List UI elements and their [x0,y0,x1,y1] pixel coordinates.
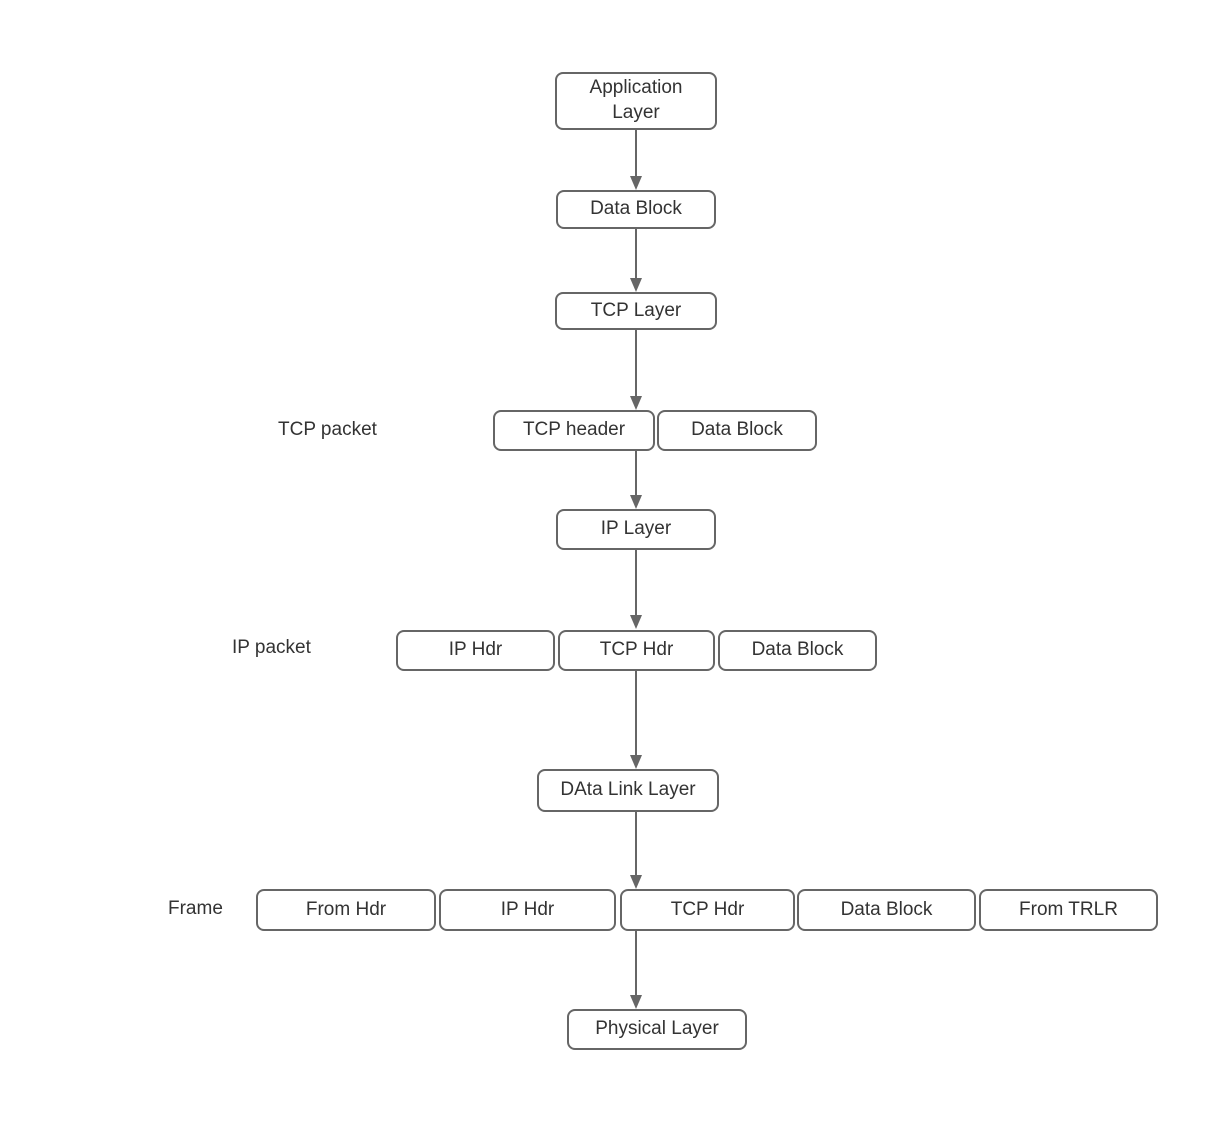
arrow-frame-to-physical-layer [630,931,642,1009]
node-ip-packet-data-block: Data Block [718,630,877,671]
node-data-link-layer: DAta Link Layer [537,769,719,812]
node-data-block: Data Block [556,190,716,229]
arrowhead-down-icon [630,755,642,769]
arrow-tcp-packet-to-ip-layer [630,451,642,509]
arrow-ip-packet-to-data-link-layer [630,671,642,769]
node-frame-tcp-hdr: TCP Hdr [620,889,795,931]
arrowhead-down-icon [630,396,642,410]
arrowhead-down-icon [630,995,642,1009]
node-frame-from-hdr: From Hdr [256,889,436,931]
node-ip-layer: IP Layer [556,509,716,550]
node-physical-layer: Physical Layer [567,1009,747,1050]
arrowhead-down-icon [630,278,642,292]
node-application-layer: Application Layer [555,72,717,130]
node-ip-packet-tcp-hdr: TCP Hdr [558,630,715,671]
arrowhead-down-icon [630,495,642,509]
node-frame-data-block: Data Block [797,889,976,931]
arrow-line [635,229,637,284]
arrow-application-layer-to-data-block [630,130,642,190]
node-frame-ip-hdr: IP Hdr [439,889,616,931]
arrow-data-link-layer-to-frame [630,812,642,889]
label-frame: Frame [168,898,223,919]
arrow-line [635,931,637,1001]
arrow-line [635,451,637,501]
node-ip-packet-ip-hdr: IP Hdr [396,630,555,671]
arrow-data-block-to-tcp-layer [630,229,642,292]
arrow-ip-layer-to-ip-packet [630,550,642,629]
label-ip-packet: IP packet [232,637,311,658]
node-tcp-layer: TCP Layer [555,292,717,330]
arrow-line [635,812,637,881]
arrow-line [635,671,637,761]
label-tcp-packet: TCP packet [278,419,377,440]
node-frame-from-trlr: From TRLR [979,889,1158,931]
arrowhead-down-icon [630,875,642,889]
arrow-tcp-layer-to-tcp-packet [630,330,642,410]
node-tcp-packet-data-block: Data Block [657,410,817,451]
node-tcp-packet-tcp-header: TCP header [493,410,655,451]
arrow-line [635,130,637,182]
arrowhead-down-icon [630,176,642,190]
arrowhead-down-icon [630,615,642,629]
arrow-line [635,550,637,621]
arrow-line [635,330,637,402]
